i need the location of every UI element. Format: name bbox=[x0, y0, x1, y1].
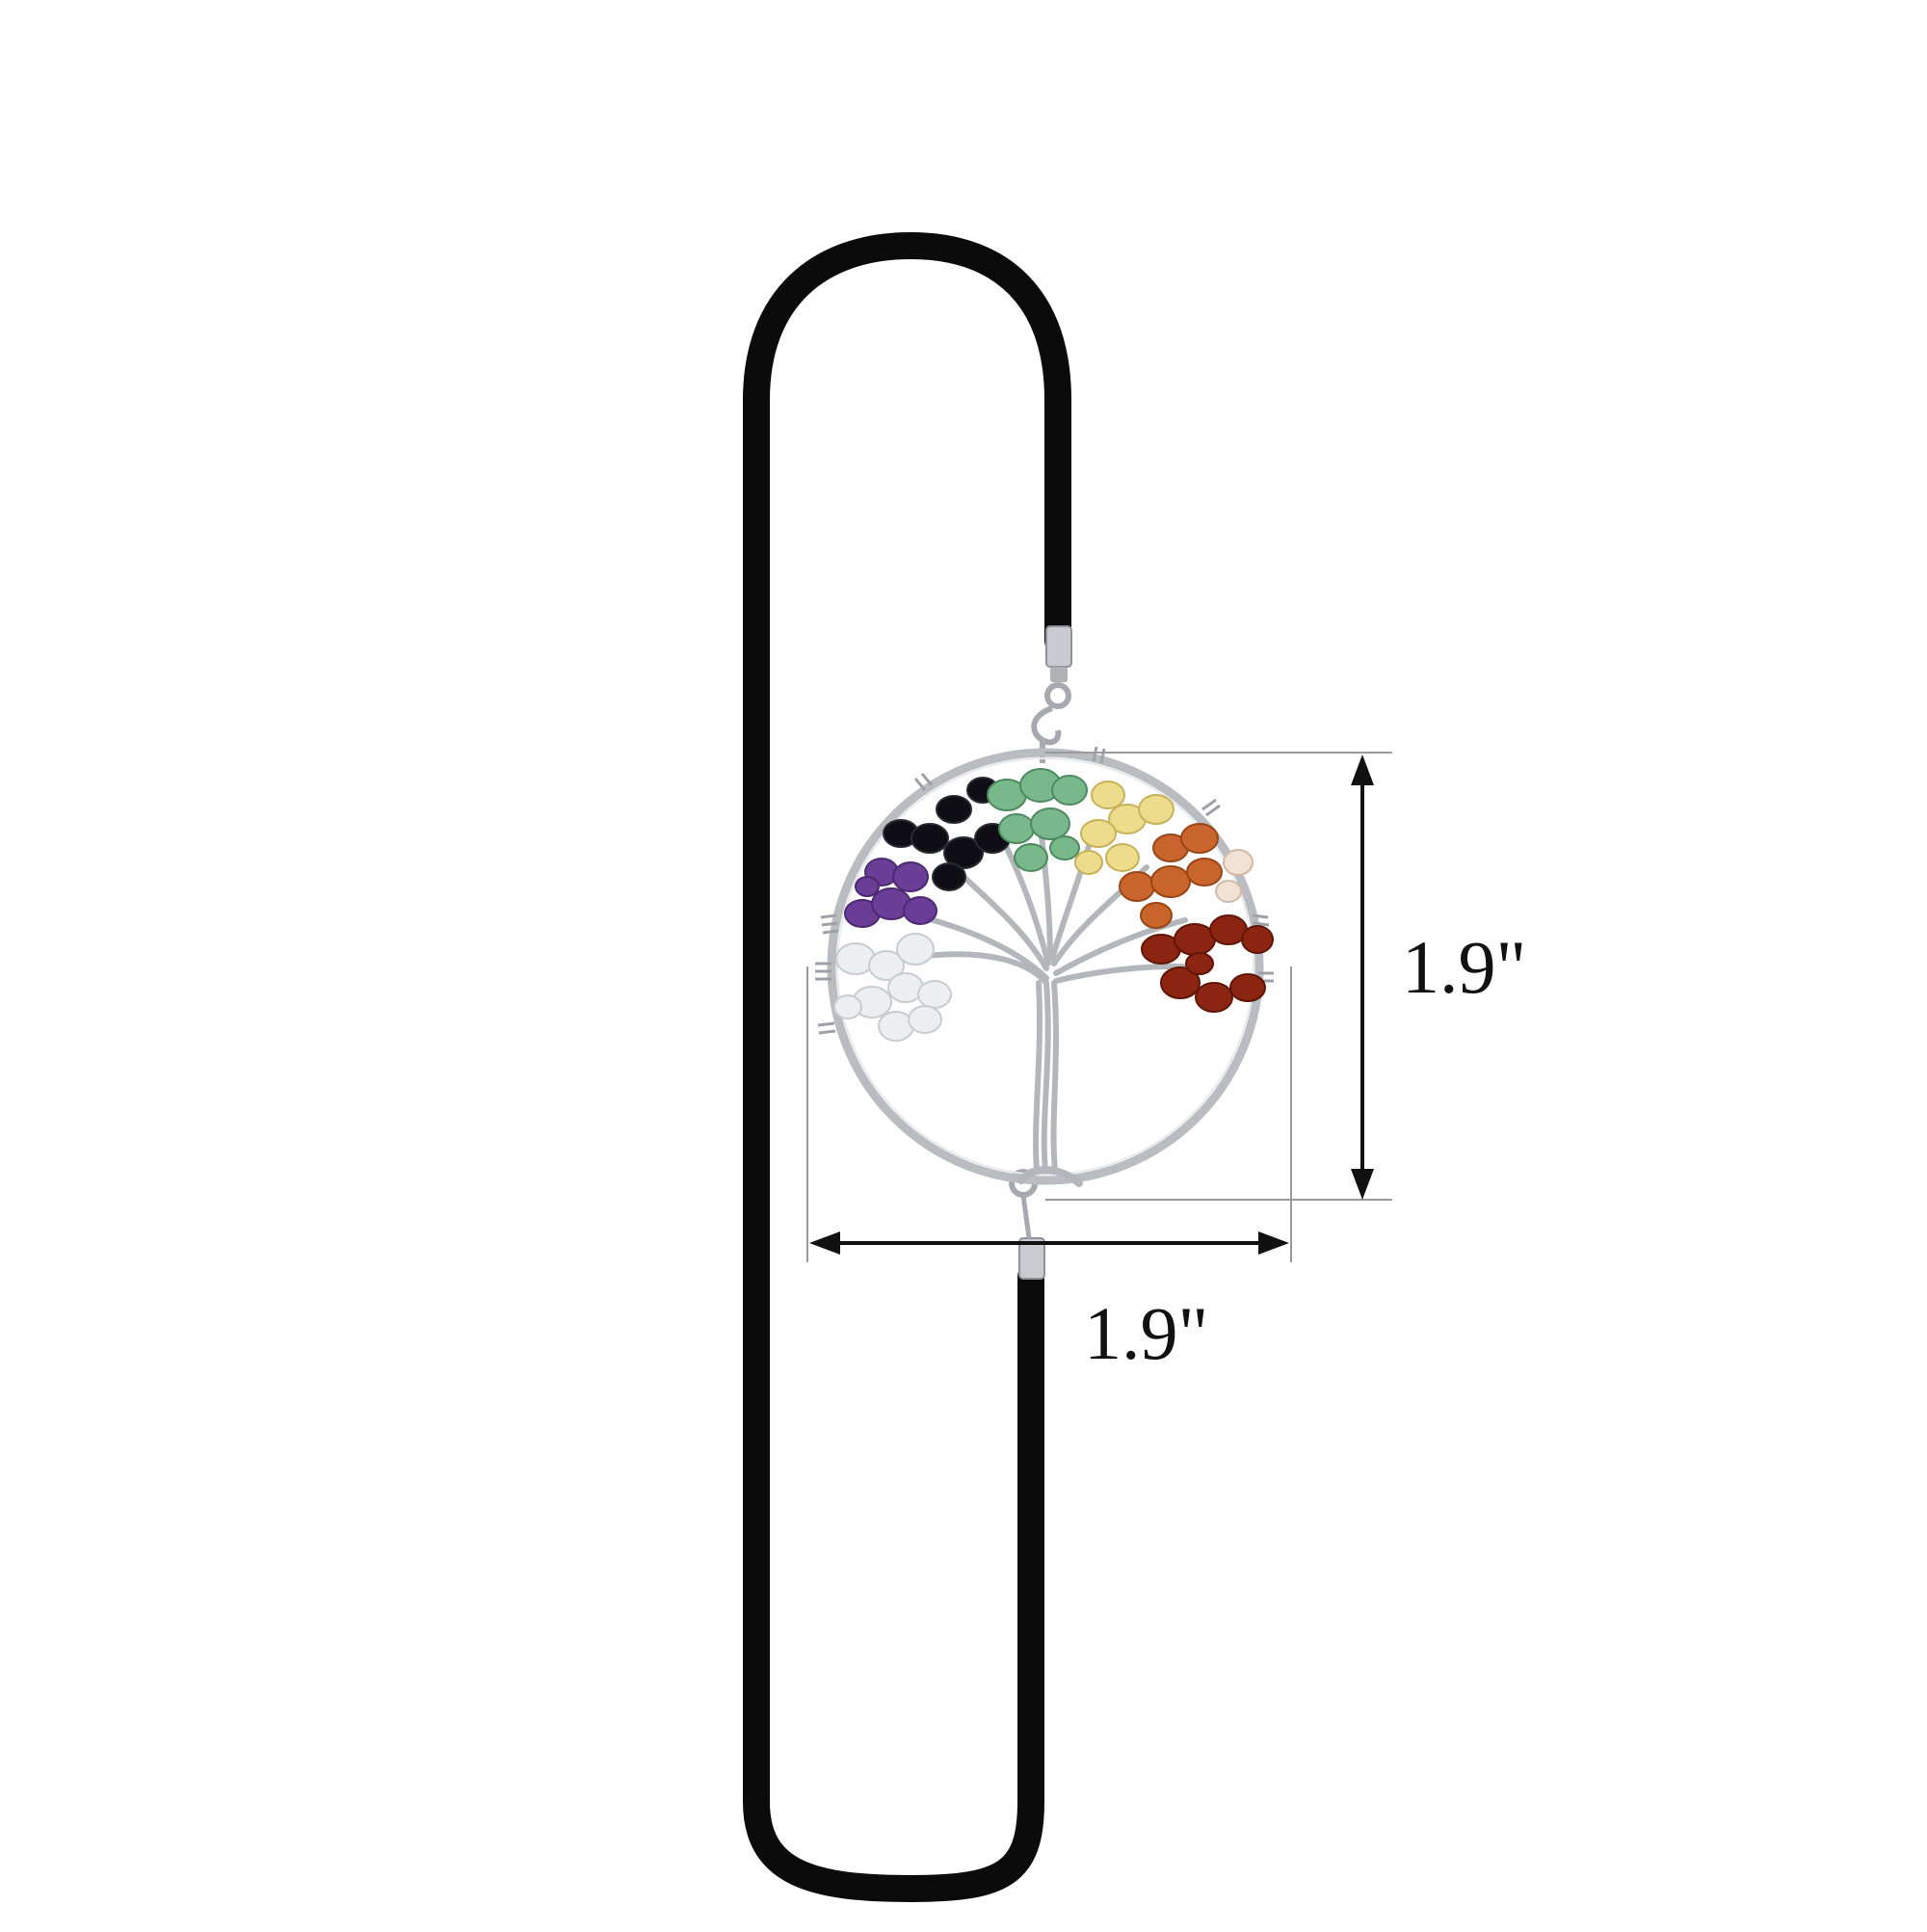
width-dimension-arrow bbox=[809, 1231, 1289, 1255]
height-dimension-arrow bbox=[1351, 754, 1374, 1200]
cord-loop bbox=[743, 231, 1071, 1903]
red-jasper-chips bbox=[1141, 914, 1274, 1013]
citrine-chips bbox=[1074, 781, 1175, 875]
top-end-cap bbox=[1045, 625, 1072, 682]
gemstone-chips bbox=[833, 768, 1274, 1042]
aventurine-chips bbox=[987, 768, 1088, 872]
obsidian-chips bbox=[883, 777, 1011, 891]
carnelian-chips bbox=[1119, 823, 1223, 929]
clear-quartz-chips bbox=[833, 933, 952, 1042]
bottom-end-cap bbox=[1009, 1169, 1045, 1280]
ring-wire-wraps bbox=[815, 746, 1274, 1035]
width-dimension-label: 1.9" bbox=[1084, 1291, 1209, 1375]
dimension-guides bbox=[806, 752, 1392, 1262]
amethyst-chips bbox=[844, 858, 937, 928]
height-dimension-label: 1.9" bbox=[1402, 925, 1527, 1009]
light-carnelian-chips bbox=[1215, 849, 1254, 903]
